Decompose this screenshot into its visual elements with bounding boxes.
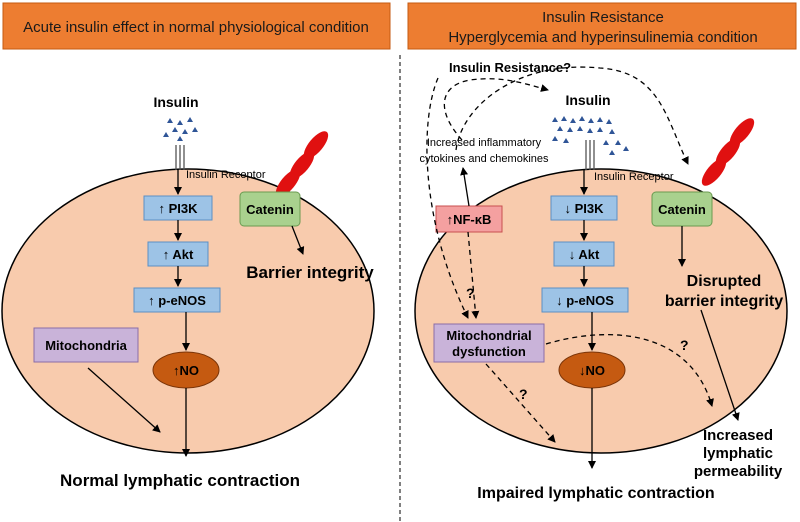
right-pi3k-box	[550, 195, 618, 221]
right-perm-line1: Increased	[703, 427, 773, 444]
left-header-box	[2, 2, 391, 50]
left-peNOS-label: ↑ p-eNOS	[148, 293, 206, 308]
right-akt-label: ↓ Akt	[569, 247, 600, 262]
right-resistance-to-mito-arrow	[426, 77, 469, 319]
right-insulin-label: Insulin	[565, 92, 610, 108]
right-peNOS-label: ↓ p-eNOS	[556, 293, 614, 308]
right-catenin-label: Catenin	[658, 202, 706, 217]
left-insulin-receptor-icon	[175, 145, 185, 170]
left-insulin-label: Insulin	[153, 94, 198, 110]
right-insulin-receptor-icon	[585, 140, 595, 170]
right-nfkb-label: ↑NF-κB	[447, 212, 492, 227]
left-catenin-red-icon	[275, 131, 329, 197]
right-mito-to-permeability-arrow	[545, 334, 714, 407]
right-question-3: ?	[519, 386, 528, 402]
right-question-2: ?	[680, 337, 689, 353]
left-outcome-label: Normal lymphatic contraction	[60, 471, 300, 490]
right-panel: Insulin Resistance Hyperglycemia and hyp…	[407, 2, 797, 502]
right-nfkb-box	[435, 205, 503, 233]
right-perm-line3: permeability	[694, 463, 783, 480]
right-perm-line2: lymphatic	[703, 445, 773, 462]
right-no-label: ↓NO	[579, 363, 605, 378]
right-inflam-to-resistance-arrow	[443, 78, 549, 141]
right-mito-line1: Mitochondrial	[446, 328, 531, 343]
right-outcome-label: Impaired lymphatic contraction	[477, 485, 714, 502]
right-insulin-resistance-label: Insulin Resistance?	[449, 60, 571, 75]
right-disrupted-line1: Disrupted	[687, 273, 762, 290]
left-header-text: Acute insulin effect in normal physiolog…	[23, 19, 369, 36]
right-disrupted-line2: barrier integrity	[665, 293, 783, 310]
right-catenin-red-icon	[701, 118, 755, 186]
left-peNOS-box	[133, 287, 221, 313]
left-panel: Acute insulin effect in normal physiolog…	[1, 2, 391, 490]
right-header-box	[407, 2, 797, 50]
right-inflam-line1: Increased inflammatory	[427, 137, 542, 149]
left-mito-box	[33, 327, 139, 363]
right-akt-box	[553, 241, 615, 267]
left-no-label: ↑NO	[173, 363, 199, 378]
left-insulin-molecules-icon	[163, 117, 198, 141]
left-pi3k-label: ↑ PI3K	[158, 201, 198, 216]
right-inflam-to-catenin-arrow	[455, 66, 689, 165]
left-akt-box	[147, 241, 209, 267]
left-catenin-label: Catenin	[246, 202, 294, 217]
right-receptor-label: Insulin Receptor	[594, 171, 674, 183]
right-pi3k-label: ↓ PI3K	[564, 201, 604, 216]
left-receptor-label: Insulin Receptor	[186, 169, 266, 181]
right-header-line1: Insulin Resistance	[542, 9, 664, 26]
right-inflam-line2: cytokines and chemokines	[419, 153, 549, 165]
right-header-line2: Hyperglycemia and hyperinsulinemia condi…	[448, 29, 757, 46]
right-question-1: ?	[466, 285, 475, 301]
left-catenin-box	[239, 191, 301, 227]
right-insulin-molecules-icon	[552, 116, 629, 155]
right-mito-line2: dysfunction	[452, 344, 526, 359]
left-barrier-label: Barrier integrity	[246, 263, 374, 282]
left-akt-label: ↑ Akt	[163, 247, 194, 262]
right-peNOS-box	[541, 287, 629, 313]
right-mito-box	[433, 323, 545, 363]
left-mito-label: Mitochondria	[45, 338, 127, 353]
